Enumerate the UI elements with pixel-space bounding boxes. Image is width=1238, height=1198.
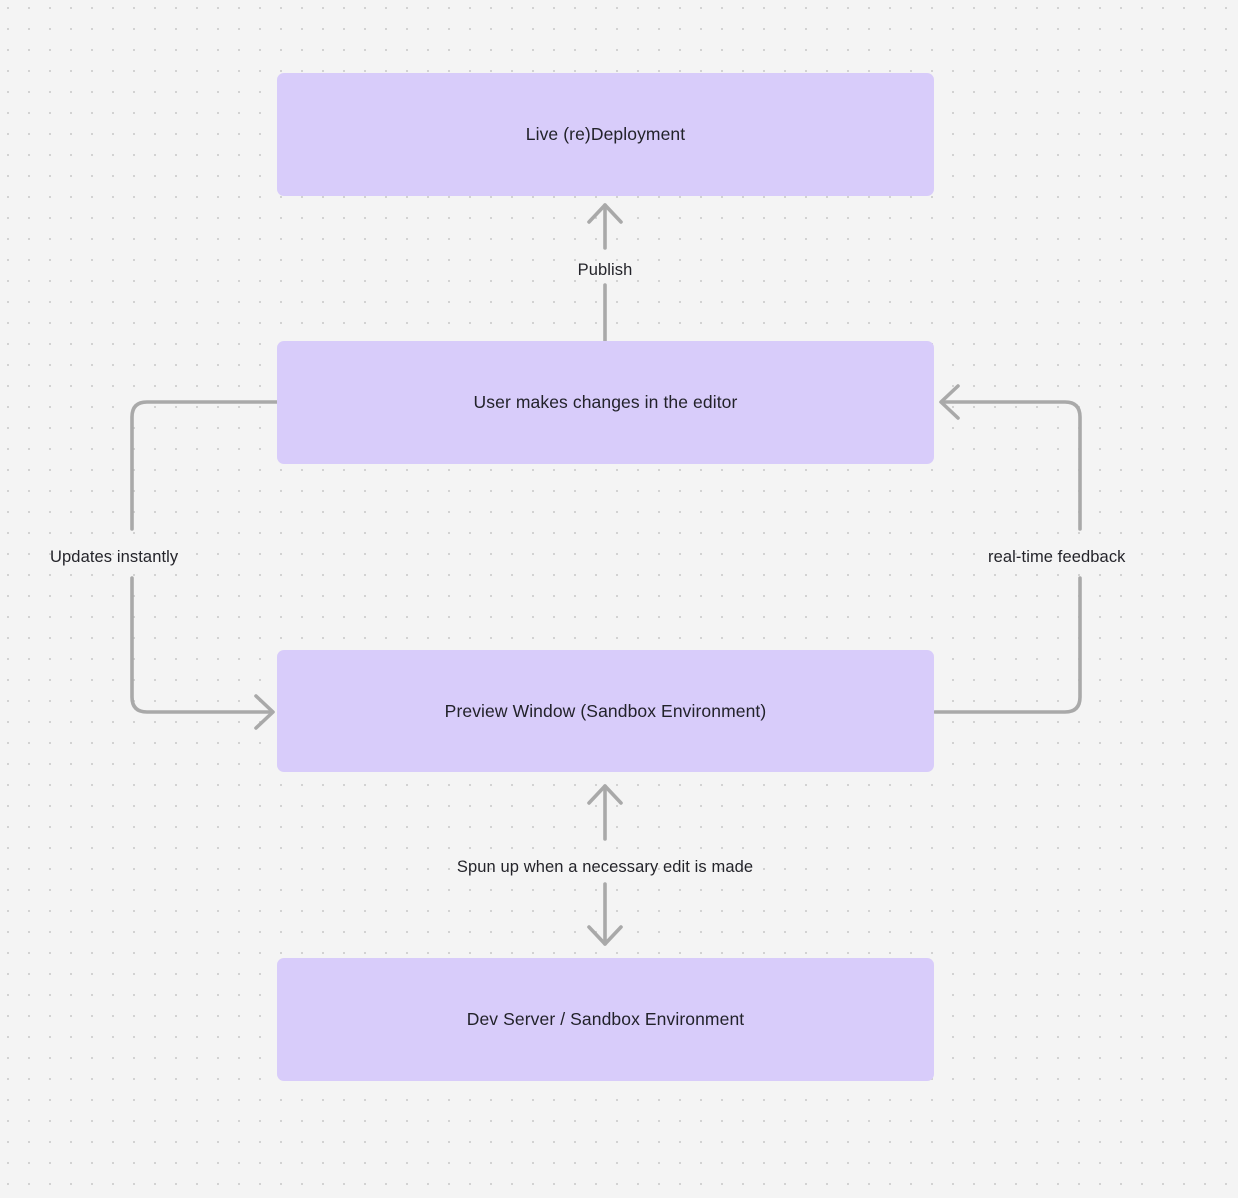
node-user-makes-changes[interactable]: User makes changes in the editor: [277, 341, 934, 464]
node-label: Live (re)Deployment: [525, 124, 686, 145]
node-label: Preview Window (Sandbox Environment): [444, 700, 767, 721]
node-preview-window[interactable]: Preview Window (Sandbox Environment): [277, 650, 934, 772]
edge-label-updates-instantly: Updates instantly: [50, 548, 179, 566]
node-label: User makes changes in the editor: [473, 392, 738, 413]
node-dev-server-sandbox[interactable]: Dev Server / Sandbox Environment: [277, 958, 934, 1081]
node-label: Dev Server / Sandbox Environment: [466, 1009, 745, 1030]
edge-label-real-time-feedback: real-time feedback: [988, 548, 1126, 566]
node-live-redeployment[interactable]: Live (re)Deployment: [277, 73, 934, 196]
edge-label-publish: Publish: [577, 261, 633, 279]
edge-label-spun-up: Spun up when a necessary edit is made: [456, 858, 754, 876]
